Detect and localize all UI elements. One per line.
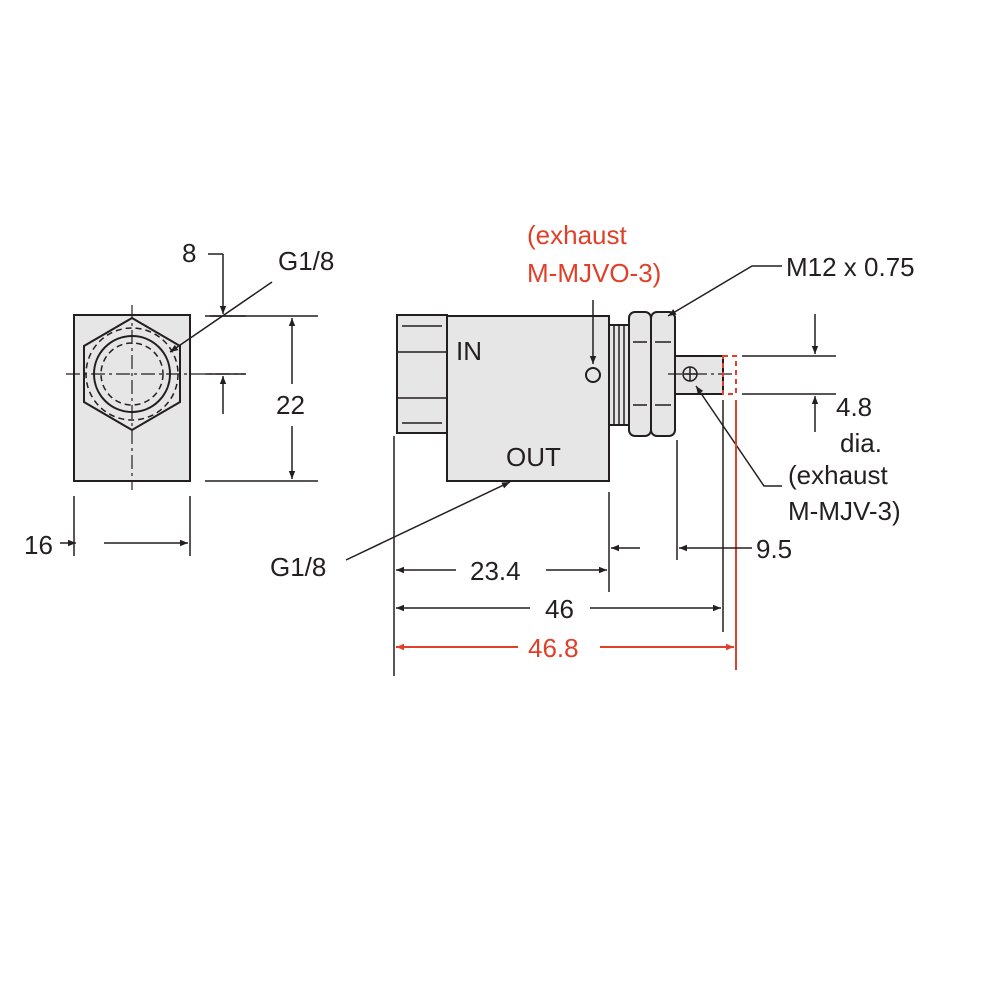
dim-overall-alt-label: 46.8	[528, 633, 579, 663]
in-label: IN	[456, 336, 482, 366]
depth-dim-label: 8	[182, 238, 196, 268]
dim-overall-label: 46	[545, 594, 574, 624]
exhaust-top-line1: (exhaust	[527, 220, 627, 250]
exhaust-hole-body	[585, 367, 601, 383]
width-dim-label: 16	[24, 530, 53, 560]
out-port-leader	[345, 481, 511, 561]
pin-dia-value: 4.8	[836, 392, 872, 422]
thread-leader	[667, 265, 782, 317]
port-leader	[169, 281, 273, 353]
end-view: 8 G1/8 22 16	[24, 238, 334, 560]
lock-nut-1	[628, 311, 652, 437]
pin-dia-unit: dia.	[840, 428, 882, 458]
dim-body-label: 23.4	[470, 556, 521, 586]
exhaust-bottom-line1: (exhaust	[788, 460, 888, 490]
inlet-hex-fitting	[396, 314, 448, 434]
side-view: IN OUT (exhaust M-MJVO-3) M12 x 0.75	[270, 220, 915, 676]
dim-thread-label: 9.5	[756, 534, 792, 564]
out-port-label: G1/8	[270, 552, 326, 582]
alt-pin-extension	[722, 355, 737, 395]
out-label: OUT	[506, 442, 561, 472]
port-label: G1/8	[278, 246, 334, 276]
exhaust-bottom-leader	[695, 385, 782, 487]
valve-body	[446, 315, 610, 482]
height-dim-label: 22	[276, 390, 305, 420]
exhaust-top-line2: M-MJVO-3)	[527, 258, 661, 288]
exhaust-bottom-line2: M-MJV-3)	[788, 496, 901, 526]
thread-label: M12 x 0.75	[786, 252, 915, 282]
plunger-pin	[674, 355, 724, 395]
